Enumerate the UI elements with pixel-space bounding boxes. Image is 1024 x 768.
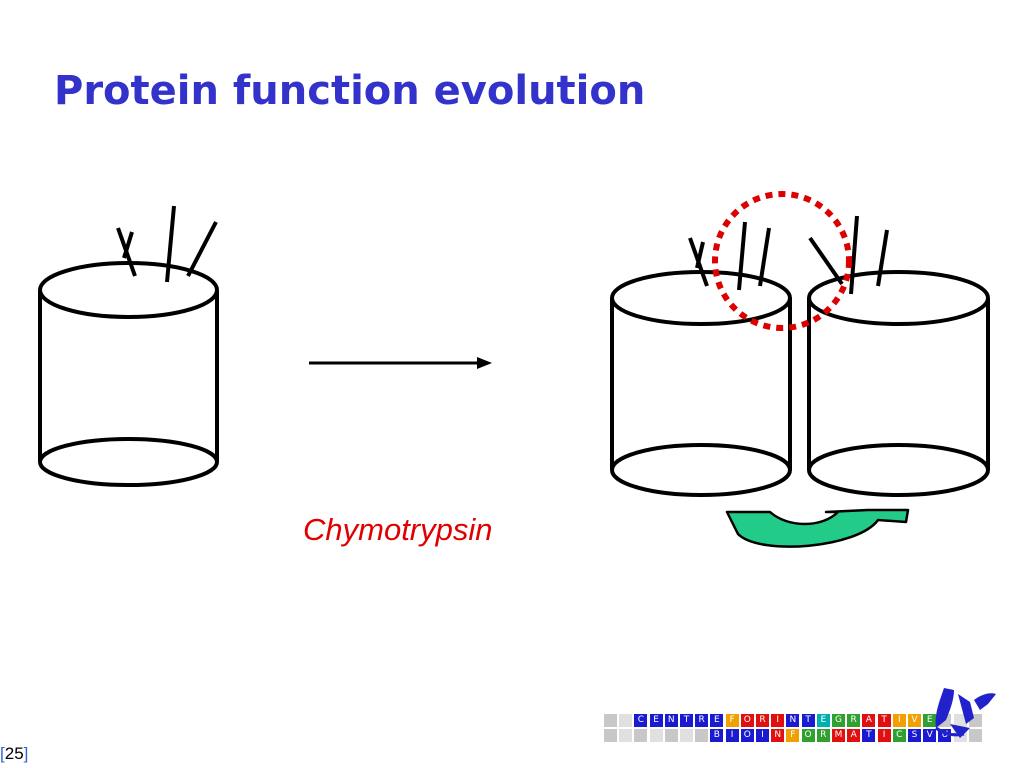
logo-letter-cell: N xyxy=(771,729,785,742)
logo-letter-cell: F xyxy=(786,729,800,742)
slide-title: Protein function evolution xyxy=(54,68,646,114)
logo-blank-cell xyxy=(604,729,617,742)
active-site-highlight-ring xyxy=(712,191,852,331)
logo-letter-cell: V xyxy=(923,729,937,742)
logo-letter-cell: G xyxy=(832,714,845,727)
page-open-bracket: [ xyxy=(0,744,5,763)
evolution-arrow xyxy=(309,357,492,369)
logo-letter-cell: B xyxy=(710,729,724,742)
logo-letter-cell: R xyxy=(847,714,861,727)
chymotrypsin-caption: Chymotrypsin xyxy=(303,512,493,547)
logo-blank-cell xyxy=(968,729,982,742)
logo-letter-cell: V xyxy=(908,714,921,727)
logo-blank-cell xyxy=(619,714,633,727)
logo-letter-cell: I xyxy=(771,714,785,727)
logo-letter-cell: I xyxy=(892,714,906,727)
logo-letter-cell: O xyxy=(801,729,815,742)
page-number: [25] xyxy=(0,744,28,764)
logo-letter-cell: N xyxy=(664,714,678,727)
rotation-arrow-icon xyxy=(725,508,910,548)
logo-letter-cell: M xyxy=(832,729,845,742)
logo-letter-cell: I xyxy=(877,729,891,742)
logo-blank-cell xyxy=(953,714,967,727)
page-number-value: 25 xyxy=(4,744,24,763)
logo-letter-cell: O xyxy=(740,714,754,727)
page-close-bracket: ] xyxy=(23,744,29,763)
domain-cylinder-a xyxy=(610,270,792,497)
logo-letter-cell: E xyxy=(923,714,937,727)
griffin-logo-icon xyxy=(935,688,996,738)
logo-letter-cell: O xyxy=(740,729,754,742)
active-site-sticks-left xyxy=(116,205,218,283)
logo-letter-cell: E xyxy=(816,714,830,727)
active-site-sticks-right xyxy=(688,215,889,295)
logo-blank-cell xyxy=(649,729,663,742)
logo-letter-cell: S xyxy=(908,729,921,742)
logo-letter-cell: E xyxy=(649,714,663,727)
domain-cylinder-b xyxy=(807,270,990,497)
logo-letter-cell: A xyxy=(862,714,876,727)
logo-letter-cell: I xyxy=(756,729,769,742)
single-domain-cylinder xyxy=(38,261,219,487)
logo-letter-cell: R xyxy=(695,714,709,727)
logo-blank-cell xyxy=(680,729,693,742)
logo-blank-cell xyxy=(634,729,648,742)
logo-blank-cell xyxy=(695,729,709,742)
logo-letter-cell: N xyxy=(786,714,800,727)
logo-letter-cell: R xyxy=(756,714,769,727)
logo-letter-cell: T xyxy=(877,714,891,727)
logo-letter-cell: C xyxy=(634,714,648,727)
logo-letter-cell: T xyxy=(862,729,876,742)
logo-letter-cell: A xyxy=(847,729,861,742)
logo-letter-cell: C xyxy=(892,729,906,742)
logo-letter-cell: F xyxy=(725,714,739,727)
logo-letter-cell: T xyxy=(801,714,815,727)
logo-letter-cell: R xyxy=(816,729,830,742)
logo-blank-cell xyxy=(604,714,617,727)
logo-letter-cell: I xyxy=(725,729,739,742)
logo-blank-cell xyxy=(619,729,633,742)
logo-letter-cell: E xyxy=(710,714,724,727)
logo-blank-cell xyxy=(664,729,678,742)
logo-letter-cell: T xyxy=(680,714,693,727)
